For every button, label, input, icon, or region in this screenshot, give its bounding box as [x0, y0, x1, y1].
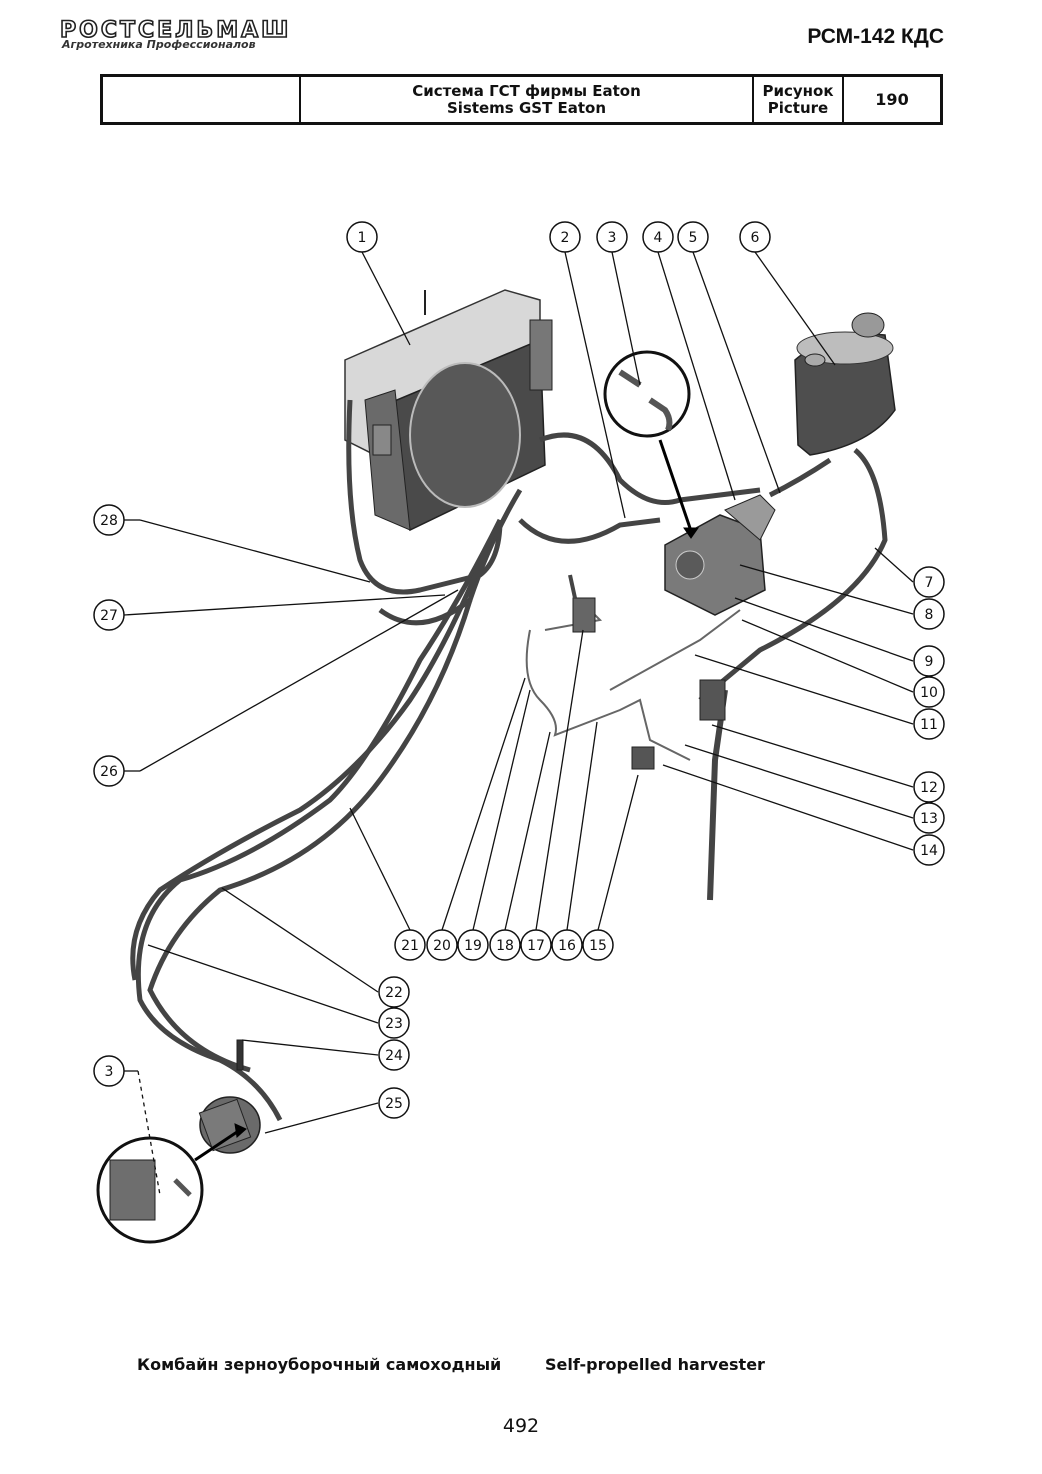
svg-text:18: 18: [496, 938, 514, 954]
picture-number-cell: 190: [844, 77, 940, 122]
svg-text:3: 3: [105, 1064, 114, 1080]
callout-17: 17: [520, 929, 552, 961]
hose-lines: [130, 399, 888, 1122]
callout-1: 1: [346, 221, 378, 253]
oil-tank-illustration: [794, 312, 896, 456]
svg-text:24: 24: [385, 1048, 403, 1064]
cylinder-illustration: [568, 574, 596, 633]
model-label: РСМ-142 КДС: [807, 25, 944, 48]
svg-text:23: 23: [385, 1016, 403, 1032]
svg-text:12: 12: [920, 780, 938, 796]
picture-label-ru: Рисунок: [762, 81, 834, 100]
valve-illustration: [631, 679, 726, 770]
callout-25: 25: [378, 1087, 410, 1119]
svg-text:16: 16: [558, 938, 576, 954]
motor-illustration: [198, 1039, 261, 1154]
svg-text:11: 11: [920, 717, 938, 733]
callout-13: 13: [913, 802, 945, 834]
picture-label-en: Picture: [767, 98, 829, 117]
logo-text: РОСТСЕЛЬМАШ: [59, 17, 292, 44]
callout-3-lower: 3: [93, 1055, 125, 1087]
detail-view-lower: [96, 1123, 247, 1244]
picture-number: 190: [875, 90, 909, 109]
svg-text:13: 13: [920, 811, 938, 827]
callout-23: 23: [378, 1007, 410, 1039]
diagram-artwork: [96, 289, 896, 1244]
page-number: 492: [502, 1415, 540, 1437]
svg-text:14: 14: [920, 843, 938, 859]
title-en: Sistems GST Eaton: [446, 98, 607, 117]
svg-text:21: 21: [401, 938, 419, 954]
callout-28: 28: [93, 504, 125, 536]
svg-text:8: 8: [925, 607, 934, 623]
title-block: Система ГСТ фирмы Eaton Sistems GST Eato…: [100, 74, 943, 125]
callout-2: 2: [549, 221, 581, 253]
svg-text:28: 28: [100, 513, 118, 529]
title-cell: Система ГСТ фирмы Eaton Sistems GST Eato…: [301, 77, 754, 122]
callout-20: 20: [426, 929, 458, 961]
callout-12: 12: [913, 771, 945, 803]
title-ru: Система ГСТ фирмы Eaton: [412, 81, 641, 100]
svg-text:6: 6: [751, 230, 760, 246]
callout-27: 27: [93, 599, 125, 631]
svg-text:10: 10: [920, 685, 938, 701]
svg-text:25: 25: [385, 1096, 403, 1112]
svg-text:20: 20: [433, 938, 451, 954]
footer-description-ru: Комбайн зерноуборочный самоходный: [137, 1355, 502, 1374]
callout-10: 10: [913, 676, 945, 708]
svg-text:19: 19: [464, 938, 482, 954]
company-logo: РОСТСЕЛЬМАШ Агротехника Профессионалов: [59, 17, 300, 58]
callout-3: 3: [596, 221, 628, 253]
callout-26: 26: [93, 755, 125, 787]
callout-15: 15: [582, 929, 614, 961]
callout-11: 11: [913, 708, 945, 740]
callout-22: 22: [378, 976, 410, 1008]
svg-text:9: 9: [925, 654, 934, 670]
svg-text:4: 4: [654, 230, 663, 246]
callout-6: 6: [739, 221, 771, 253]
svg-text:26: 26: [100, 764, 118, 780]
svg-text:7: 7: [925, 575, 934, 591]
callout-7: 7: [913, 566, 945, 598]
callout-8: 8: [913, 598, 945, 630]
svg-text:2: 2: [561, 230, 570, 246]
svg-text:15: 15: [589, 938, 607, 954]
callout-bubbles: 1 2 3 4 5 6 7 8 9 10 11 12 13 14 15 16 1…: [93, 221, 945, 1119]
callout-5: 5: [677, 221, 709, 253]
callout-24: 24: [378, 1039, 410, 1071]
callout-21: 21: [394, 929, 426, 961]
detail-view-upper: [603, 350, 699, 539]
svg-text:5: 5: [689, 230, 698, 246]
callout-16: 16: [551, 929, 583, 961]
picture-label-cell: Рисунок Picture: [754, 77, 844, 122]
svg-text:1: 1: [358, 230, 367, 246]
logo-subtitle: Агротехника Профессионалов: [62, 38, 256, 51]
leader-lines: [123, 251, 914, 1196]
svg-text:17: 17: [527, 938, 545, 954]
svg-text:3: 3: [608, 230, 617, 246]
callout-14: 14: [913, 834, 945, 866]
callout-19: 19: [457, 929, 489, 961]
radiator-illustration: [344, 289, 553, 532]
callout-9: 9: [913, 645, 945, 677]
footer-description-en: Self-propelled harvester: [545, 1355, 765, 1374]
pump-illustration: [664, 494, 776, 616]
callout-4: 4: [642, 221, 674, 253]
svg-text:22: 22: [385, 985, 403, 1001]
title-blank-cell: [103, 77, 301, 122]
callout-18: 18: [489, 929, 521, 961]
svg-text:27: 27: [100, 608, 118, 624]
